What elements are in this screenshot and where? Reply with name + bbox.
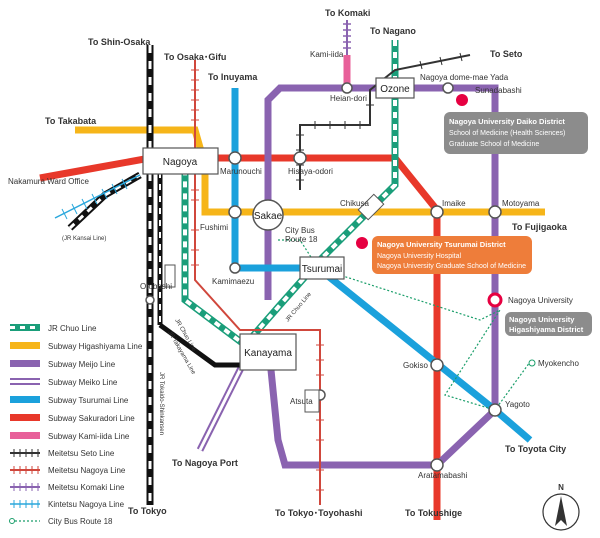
pin-daiko	[456, 94, 468, 106]
lbl-city-bus: City Bus	[285, 226, 315, 235]
lbl-nakamura: Nakamura Ward Office	[8, 177, 89, 186]
lbl-yagoto: Yagoto	[505, 400, 530, 409]
dir-komaki: To Komaki	[325, 8, 370, 18]
legend-sakuradori: Subway Sakuradori Line	[48, 414, 135, 423]
compass-label: N	[558, 483, 564, 492]
dir-toyota: To Toyota City	[505, 444, 566, 454]
callout-higashiyama-title: Nagoya University	[509, 315, 575, 324]
legend-meitetsu-seto: Meitetsu Seto Line	[48, 449, 115, 458]
lbl-sunadabashi: Sunadabashi	[475, 86, 522, 95]
lbl-gokiso: Gokiso	[403, 361, 428, 370]
lbl-nagoya-dome: Nagoya dome-mae Yada	[420, 73, 509, 82]
station-kanayama: Kanayama	[239, 333, 297, 371]
legend-meiko: Subway Meiko Line	[48, 378, 118, 387]
station-ozone-label: Ozone	[380, 84, 410, 95]
pin-tsurumai	[356, 237, 368, 249]
lbl-aratamabashi: Aratamabashi	[418, 471, 468, 480]
city-bus-route-line	[278, 239, 531, 411]
dir-tokyo-toyohashi: To Tokyo･Toyohashi	[275, 508, 363, 518]
dir-takabata: To Takabata	[45, 116, 97, 126]
station-chikusa-box	[357, 193, 385, 221]
dir-nagano: To Nagano	[370, 26, 416, 36]
compass-icon: N	[542, 483, 580, 531]
lbl-heiandori: Heian-dori	[330, 94, 367, 103]
dir-inuyama: To Inuyama	[208, 72, 258, 82]
station-tsurumai-label: Tsurumai	[302, 264, 343, 275]
legend-citybus: City Bus Route 18	[48, 517, 113, 526]
lbl-chikusa: Chikusa	[340, 199, 369, 208]
lbl-jr-kansai: (JR Kansai Line)	[62, 236, 106, 242]
station-kanayama-label: Kanayama	[244, 348, 292, 359]
legend-tsurumai: Subway Tsurumai Line	[48, 396, 129, 405]
lbl-jr-tokaido-vert: JR Tokaido-Shinkansen	[158, 372, 164, 435]
meitetsu-seto-line	[299, 54, 471, 190]
lbl-hisaya: Hisaya-odori	[288, 167, 333, 176]
lbl-motoyama: Motoyama	[502, 199, 540, 208]
lbl-route18: Route 18	[285, 235, 318, 244]
lbl-marunouchi: Marunouchi	[220, 167, 262, 176]
dir-fujigaoka: To Fujigaoka	[512, 222, 568, 232]
legend-meitetsu-komaki: Meitetsu Komaki Line	[48, 483, 125, 492]
lbl-kamimaezu: Kamimaezu	[212, 277, 254, 286]
callout-daiko-line2: Graduate School of Medicine	[449, 141, 539, 148]
callout-tsurumai: Nagoya University Tsurumai District Nago…	[372, 236, 532, 274]
dir-tokushige: To Tokushige	[405, 508, 462, 518]
callout-higashiyama: Nagoya University Higashiyama District	[505, 312, 592, 336]
legend-jr-chuo: JR Chuo Line	[48, 324, 97, 333]
callout-daiko-title: Nagoya University Daiko District	[449, 117, 565, 126]
legend-meijo: Subway Meijo Line	[48, 360, 116, 369]
kintetsu-line	[54, 174, 141, 219]
lbl-jr-takayama-vert: JR Takayama Line	[166, 330, 196, 376]
dir-nagoya-port: To Nagoya Port	[172, 458, 238, 468]
station-sakae-label: Sakae	[254, 211, 283, 222]
pin-higashiyama	[487, 292, 503, 308]
lbl-nagoya-university: Nagoya University	[508, 296, 573, 305]
callout-daiko: Nagoya University Daiko District School …	[444, 112, 588, 154]
station-nagoya-label: Nagoya	[163, 157, 198, 168]
station-otobashi-box	[164, 264, 176, 288]
callout-tsurumai-line1: Nagoya University Hospital	[377, 253, 461, 260]
legend-kintetsu: Kintetsu Nagoya Line	[48, 500, 125, 509]
callout-higashiyama-title2: Higashiyama District	[509, 325, 584, 334]
lbl-atsuta: Atsuta	[290, 397, 313, 406]
legend-higashiyama: Subway Higashiyama Line	[48, 342, 143, 351]
station-sakae: Sakae	[252, 199, 284, 231]
legend: JR Chuo Line Subway Higashiyama Line Sub…	[9, 324, 143, 526]
dir-seto: To Seto	[490, 49, 523, 59]
station-nagoya: Nagoya	[142, 147, 219, 175]
callout-tsurumai-title: Nagoya University Tsurumai District	[377, 240, 506, 249]
meitetsu-nagoya-line	[194, 60, 321, 505]
callout-tsurumai-line2: Nagoya University Graduate School of Med…	[377, 263, 526, 270]
station-ozone: Ozone	[375, 77, 415, 99]
lbl-kamiiida: Kami-iida	[310, 50, 344, 59]
lbl-imaike: Imaike	[442, 199, 466, 208]
myokencho-stop	[528, 359, 536, 367]
legend-kamiiida: Subway Kami-iida Line	[48, 432, 130, 441]
dir-tokyo: To Tokyo	[128, 506, 167, 516]
lbl-otobashi: Otobashi	[140, 282, 172, 291]
station-atsuta-box	[304, 389, 320, 413]
lbl-fushimi: Fushimi	[200, 223, 228, 232]
callout-daiko-line1: School of Medicine (Health Sciences)	[449, 130, 565, 137]
dir-shin-osaka: To Shin-Osaka	[88, 37, 151, 47]
legend-meitetsu-nagoya: Meitetsu Nagoya Line	[48, 466, 126, 475]
lbl-myokencho: Myokencho	[538, 359, 579, 368]
dir-osaka-gifu: To Osaka･Gifu	[164, 52, 226, 62]
station-tsurumai: Tsurumai	[299, 256, 345, 280]
